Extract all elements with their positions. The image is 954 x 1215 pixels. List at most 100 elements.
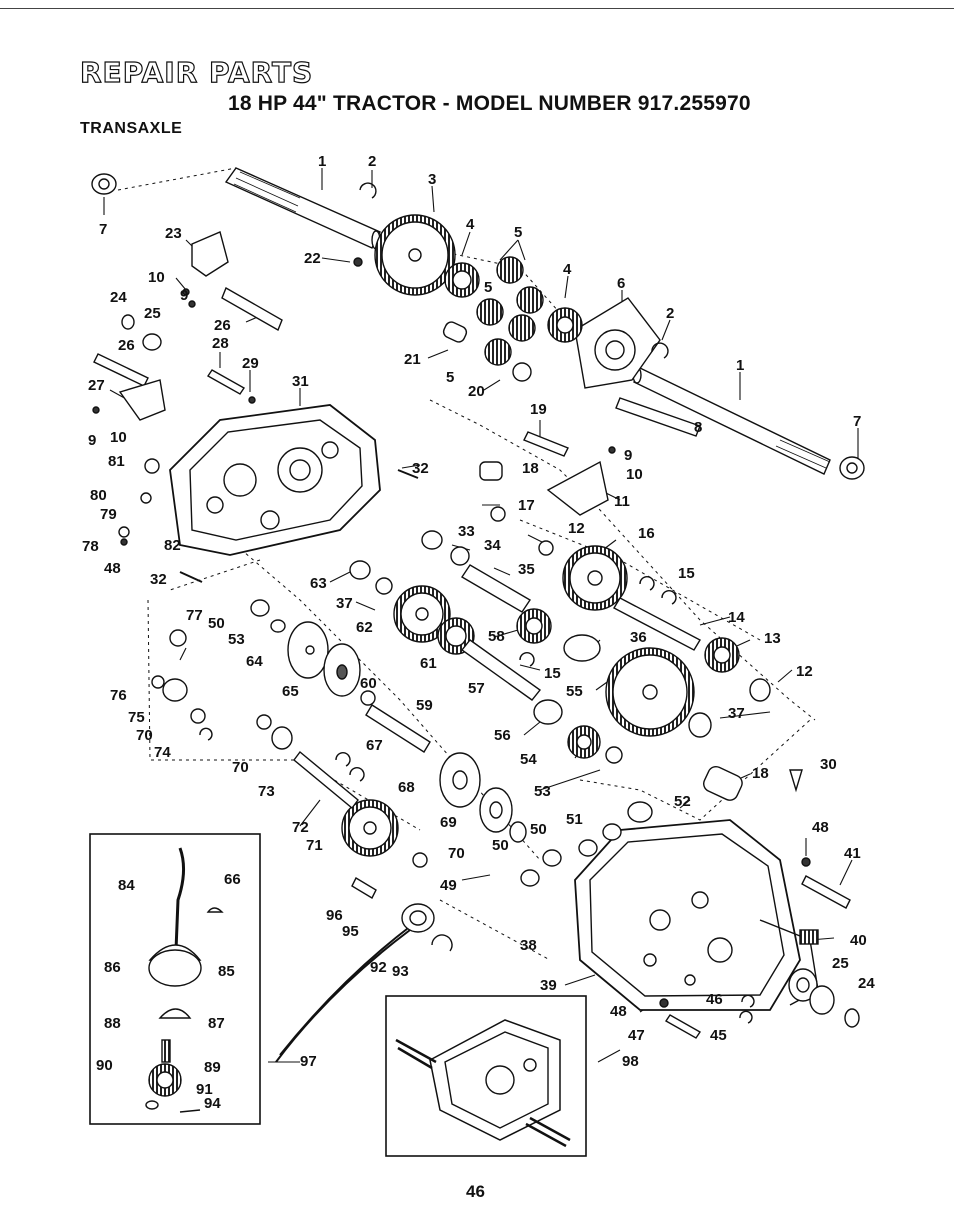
part-number-4: 4	[466, 216, 475, 233]
washer-53c	[509, 821, 527, 843]
brake-shaft-14	[613, 597, 701, 651]
ball-29	[248, 396, 256, 404]
part-number-40: 40	[850, 932, 867, 949]
bushing-25b	[809, 985, 835, 1015]
part-number-3: 3	[428, 171, 436, 188]
part-number-38: 38	[520, 937, 537, 954]
part-number-71: 71	[306, 837, 323, 854]
part-number-10: 10	[148, 269, 165, 286]
bushing-50	[250, 599, 270, 617]
part-number-1: 1	[736, 357, 744, 374]
part-number-65: 65	[282, 683, 299, 700]
part-number-31: 31	[292, 373, 309, 390]
bracket-11	[546, 460, 609, 516]
part-number-25: 25	[832, 955, 849, 972]
part-number-27: 27	[88, 377, 105, 394]
part-number-26: 26	[118, 337, 135, 354]
part-number-11: 11	[614, 493, 630, 510]
part-number-12: 12	[796, 663, 813, 680]
retaining-ring-2	[359, 182, 377, 199]
ball-78	[118, 526, 130, 538]
bearing-20	[512, 362, 532, 382]
part-number-7: 7	[99, 221, 107, 238]
part-number-93: 93	[392, 963, 409, 980]
part-number-9: 9	[624, 447, 632, 464]
part-number-28: 28	[212, 335, 229, 352]
pin-28	[206, 369, 246, 395]
gear-16	[562, 545, 628, 611]
part-number-19: 19	[530, 401, 547, 418]
clips-45-46	[739, 994, 755, 1024]
ball-48a	[120, 538, 128, 546]
part-number-70: 70	[232, 759, 249, 776]
part-number-7: 7	[853, 413, 861, 430]
part-number-70: 70	[448, 845, 465, 862]
part-number-8: 8	[694, 419, 702, 436]
pins-32	[179, 469, 419, 583]
part-number-25: 25	[144, 305, 161, 322]
shift-rod-26	[221, 286, 283, 332]
part-number-98: 98	[622, 1053, 639, 1070]
transaxle-case-31	[169, 404, 381, 556]
part-number-51: 51	[566, 811, 583, 828]
retaining-ring-2b	[651, 342, 669, 359]
part-number-61: 61	[420, 655, 437, 672]
part-number-63: 63	[310, 575, 327, 592]
ball-48c	[659, 998, 669, 1008]
part-number-9: 9	[180, 287, 188, 304]
part-number-48: 48	[610, 1003, 627, 1020]
transaxle-assembly-98	[395, 1019, 571, 1148]
shaft-72	[293, 750, 359, 810]
part-number-57: 57	[468, 680, 485, 697]
part-number-97: 97	[300, 1053, 317, 1070]
part-number-78: 78	[82, 538, 99, 555]
gear-61	[437, 617, 475, 655]
part-number-52: 52	[674, 793, 691, 810]
ball-22	[353, 257, 363, 267]
part-number-64: 64	[246, 653, 263, 670]
bushing-51	[602, 823, 622, 841]
model-subtitle: 18 HP 44" TRACTOR - MODEL NUMBER 917.255…	[228, 92, 751, 115]
bolt-41	[801, 875, 851, 909]
bushing-18	[703, 765, 743, 801]
shaft-59	[365, 704, 431, 753]
part-number-20: 20	[468, 383, 485, 400]
part-number-26: 26	[214, 317, 231, 334]
bushing-17	[490, 506, 506, 522]
plug-40	[799, 929, 819, 945]
shift-fork-23	[191, 231, 229, 277]
part-number-66: 66	[224, 871, 241, 888]
axle-housing	[574, 297, 661, 389]
part-number-90: 90	[96, 1057, 113, 1074]
part-number-73: 73	[258, 783, 275, 800]
part-number-79: 79	[100, 506, 117, 523]
part-number-47: 47	[628, 1027, 645, 1044]
part-number-13: 13	[764, 630, 781, 647]
bushing-36	[563, 634, 601, 662]
part-number-15: 15	[544, 665, 561, 682]
part-number-41: 41	[844, 845, 861, 862]
clip-15b	[519, 652, 535, 667]
part-number-5: 5	[514, 224, 522, 241]
disc-65	[323, 643, 361, 697]
part-number-17: 17	[518, 497, 535, 514]
gear-55	[605, 647, 695, 737]
part-number-88: 88	[104, 1015, 121, 1032]
washer-70c	[412, 852, 428, 868]
bushing-25	[142, 333, 162, 351]
part-number-92: 92	[370, 959, 387, 976]
part-number-72: 72	[292, 819, 309, 836]
part-number-50: 50	[208, 615, 225, 632]
part-number-24: 24	[858, 975, 875, 992]
part-number-96: 96	[326, 907, 343, 924]
part-number-94: 94	[204, 1095, 221, 1112]
part-number-58: 58	[488, 628, 505, 645]
part-number-48: 48	[104, 560, 121, 577]
part-number-10: 10	[626, 466, 643, 483]
part-number-39: 39	[540, 977, 557, 994]
part-number-22: 22	[304, 250, 321, 267]
bushing-77	[169, 629, 187, 647]
clips-15	[639, 576, 677, 605]
part-number-21: 21	[404, 351, 421, 368]
bushing-33	[421, 530, 443, 550]
